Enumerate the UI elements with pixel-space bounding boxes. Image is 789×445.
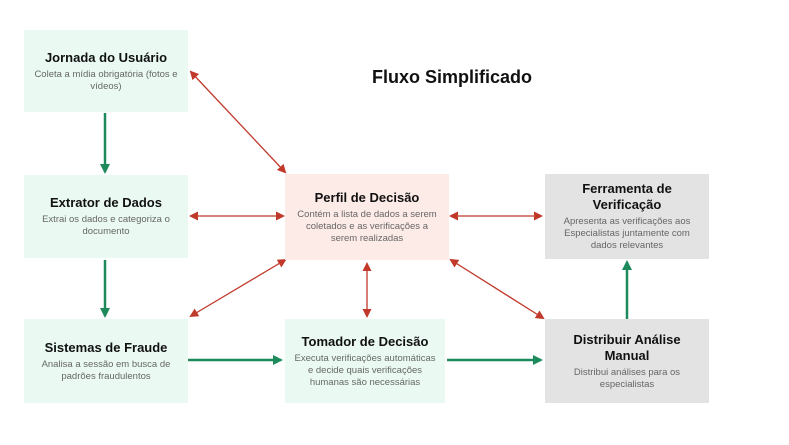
link-fraude-perfil: [189, 258, 287, 318]
link-perfil-distribuir: [449, 258, 545, 320]
node-title: Jornada do Usuário: [44, 49, 168, 65]
node-description: Distribui análises para os especialistas: [573, 366, 681, 390]
node-tomador-de-decisao: Tomador de Decisão Executa verificações …: [285, 319, 445, 403]
node-title: Ferramenta de Verificação: [582, 181, 672, 212]
node-jornada-do-usuario: Jornada do Usuário Coleta a mídia obriga…: [24, 30, 188, 112]
link-jornada-perfil: [189, 70, 287, 174]
node-title: Distribuir Análise Manual: [573, 331, 681, 363]
node-title: Perfil de Decisão: [314, 189, 420, 205]
node-sistemas-de-fraude: Sistemas de Fraude Analisa a sessão em b…: [24, 319, 188, 403]
node-description: Executa verificações automáticas e decid…: [294, 352, 436, 388]
node-description: Apresenta as verificações aos Especialis…: [563, 216, 691, 251]
node-title: Sistemas de Fraude: [44, 339, 168, 355]
node-extrator-de-dados: Extrator de Dados Extrai os dados e cate…: [24, 175, 188, 258]
node-perfil-de-decisao: Perfil de Decisão Contém a lista de dado…: [285, 174, 449, 260]
node-description: Extrai os dados e categoriza o documento: [42, 214, 170, 237]
node-description: Contém a lista de dados a serem coletado…: [297, 208, 437, 244]
node-ferramenta-de-verificacao: Ferramenta de Verificação Apresenta as v…: [545, 174, 709, 259]
node-title: Tomador de Decisão: [301, 333, 429, 349]
node-description: Coleta a mídia obrigatória (fotos e víde…: [34, 68, 178, 92]
node-description: Analisa a sessão em busca de padrões fra…: [41, 358, 171, 382]
node-title: Extrator de Dados: [50, 195, 162, 210]
node-distribuir-analise-manual: Distribuir Análise Manual Distribui anál…: [545, 319, 709, 403]
diagram-title: Fluxo Simplificado: [372, 67, 533, 87]
